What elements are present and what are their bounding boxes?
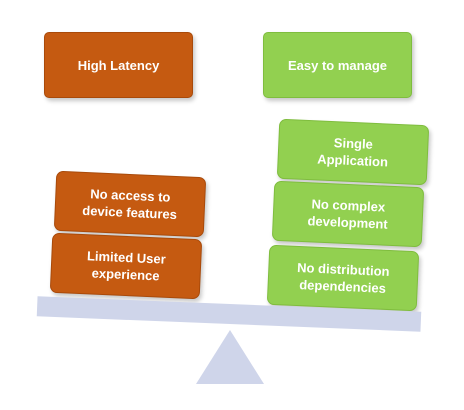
header-easy-to-manage: Easy to manage [263,32,412,98]
fulcrum-shape [196,330,264,384]
header-left-label: High Latency [77,57,160,73]
header-high-latency: High Latency [44,32,193,98]
header-right-label: Easy to manage [288,57,387,73]
